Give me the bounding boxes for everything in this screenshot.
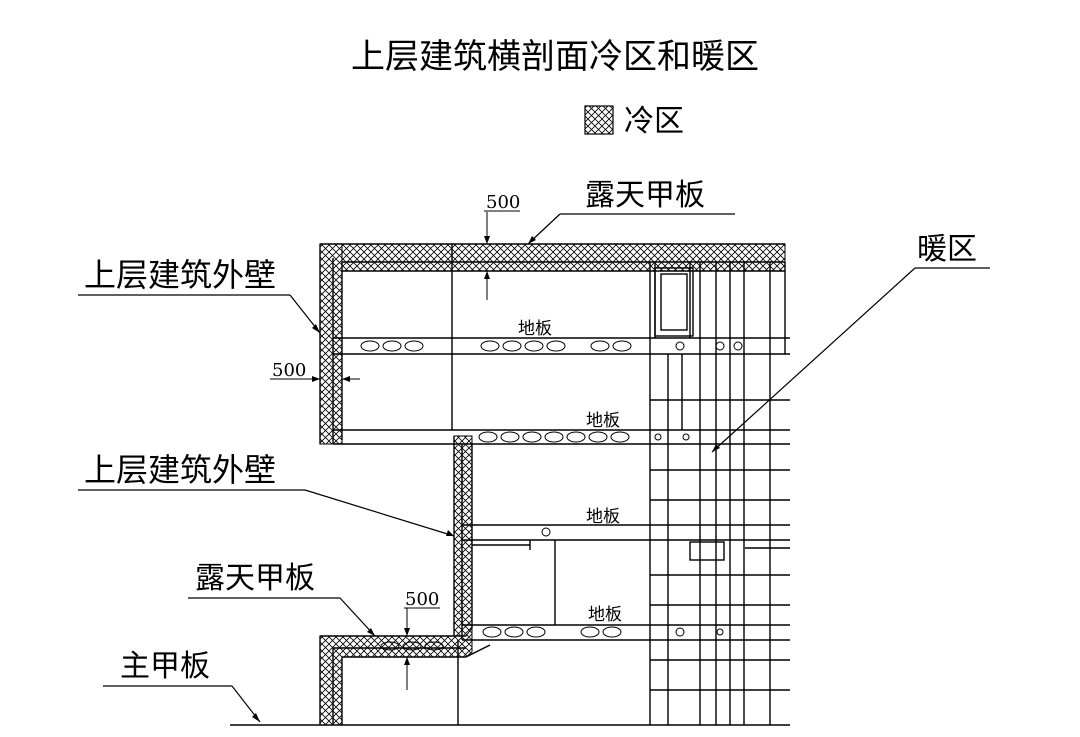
label-main-deck: 主甲板 — [120, 649, 210, 684]
label-floor-1: 地板 — [518, 319, 552, 339]
insulation-lower-outer-wall — [453, 435, 473, 642]
label-floor-4: 地板 — [588, 605, 622, 625]
label-warm-zone: 暖区 — [917, 232, 977, 267]
label-open-deck-bottom: 露天甲板 — [195, 561, 315, 596]
legend: 冷区 — [584, 104, 684, 139]
label-outer-wall-upper: 上层建筑外壁 — [84, 256, 276, 294]
insulation-upper-outer-wall — [319, 243, 343, 445]
floor-openings — [360, 340, 743, 651]
label-outer-wall-lower: 上层建筑外壁 — [84, 451, 276, 489]
structure-lines — [230, 243, 790, 726]
legend-label-cold-zone: 冷区 — [624, 104, 684, 139]
dim-side-500: 500 — [272, 360, 306, 381]
insulation-top-deck — [319, 243, 786, 272]
diagram-title: 上层建筑横剖面冷区和暖区 — [351, 37, 759, 77]
label-floor-3: 地板 — [586, 507, 620, 527]
label-open-deck-top: 露天甲板 — [585, 178, 705, 213]
legend-swatch-cold-zone — [584, 105, 614, 135]
dim-top-500: 500 — [486, 192, 520, 213]
annotations: 露天甲板 500 上层建筑外壁 500 暖区 上层建筑外壁 露天甲板 — [78, 178, 990, 723]
dim-bottom-500: 500 — [405, 589, 439, 610]
label-floor-2: 地板 — [586, 411, 620, 431]
cold-zone-insulation — [319, 243, 786, 726]
